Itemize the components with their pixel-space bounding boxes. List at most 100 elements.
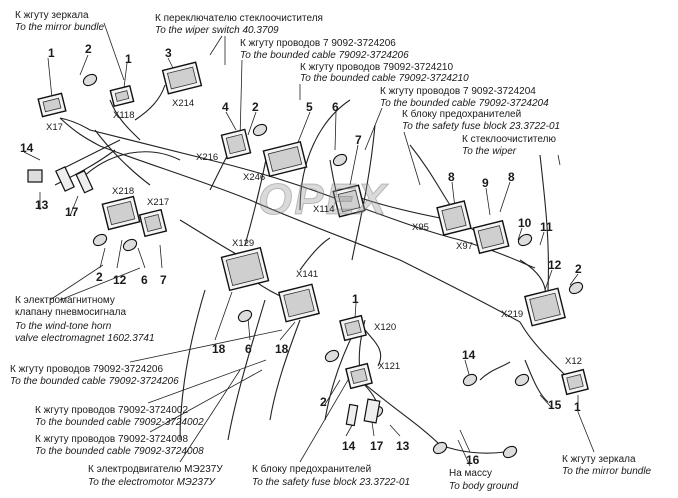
- connector-x121-face: [350, 367, 368, 385]
- connector-label-x246: X246: [243, 172, 266, 183]
- leader-line-24: [214, 291, 233, 341]
- connector-label-x17: X17: [46, 122, 63, 133]
- wire-31: [79, 151, 181, 181]
- connector-x17-face: [42, 97, 62, 113]
- leader-line-29: [459, 429, 471, 453]
- leader-line-51: [403, 131, 421, 186]
- wire-1: [59, 117, 536, 269]
- callout-horn-ru2: клапану пневмосигнала: [15, 307, 127, 318]
- terminal-2-mid: [324, 349, 340, 363]
- callout-c206b-ru: К жгуту проводов 79092-3724206: [10, 364, 164, 375]
- leader-line-2: [79, 54, 89, 76]
- leader-line-39: [147, 359, 267, 404]
- connector-label-x120: X120: [374, 322, 397, 333]
- leader-line-25: [247, 317, 251, 341]
- leader-line-23: [159, 244, 163, 269]
- plug-14: [55, 166, 75, 192]
- part-number-24: 18: [212, 342, 226, 356]
- callout-c210-en: To the bounded cable 79092-3724210: [300, 73, 469, 84]
- wire-2: [59, 117, 521, 323]
- part-number-35: 13: [396, 439, 410, 453]
- terminal-16-ring: [432, 441, 448, 455]
- connector-label-x12: X12: [565, 356, 582, 367]
- part-number-15: 17: [65, 205, 79, 219]
- part-number-11: 9: [482, 176, 489, 190]
- connector-label-x214: X214: [172, 98, 195, 109]
- connector-label-x216: X216: [196, 152, 219, 163]
- callout-mirror-en: To the mirror bundle: [15, 22, 105, 33]
- wire-21: [439, 444, 506, 454]
- connector-label-x118: X118: [113, 110, 135, 121]
- part-number-32: 2: [320, 395, 327, 409]
- leader-line-20: [99, 247, 106, 269]
- callout-ground-en: To body ground: [449, 481, 519, 492]
- terminal-16-ring-2: [502, 445, 518, 459]
- connector-x97-face: [477, 225, 505, 249]
- connector-label-x141: X141: [296, 269, 319, 280]
- callout-horn-en2: valve electromagnet 1602.3741: [15, 333, 155, 344]
- callout-c204-ru: К жгуту проводов 7 9092-3724204: [380, 86, 536, 97]
- connector-label-x218: X218: [112, 186, 135, 197]
- leader-line-18: [544, 269, 553, 291]
- leader-line-13: [23, 151, 41, 161]
- part-number-9: 7: [355, 133, 362, 147]
- leader-line-22: [137, 247, 146, 269]
- part-number-6: 2: [252, 100, 259, 114]
- callout-c002-en: To the bounded cable 79092-3724002: [35, 417, 204, 428]
- part-number-30: 15: [548, 398, 562, 412]
- terminal-6: [332, 153, 348, 167]
- wire-22: [479, 361, 511, 381]
- terminal-10: [517, 233, 533, 247]
- leader-line-1: [47, 57, 53, 99]
- plug-17: [75, 170, 94, 194]
- connector-label-x114: X114: [313, 204, 335, 215]
- connector-x218-face: [106, 200, 136, 226]
- part-number-31: 1: [574, 400, 581, 414]
- part-number-2: 2: [85, 42, 92, 56]
- callout-mirror-ru: К жгуту зеркала: [15, 10, 89, 21]
- leader-line-8: [334, 111, 337, 151]
- part-number-10: 8: [448, 170, 455, 184]
- leader-line-43: [457, 439, 471, 467]
- part-number-5: 4: [222, 100, 229, 114]
- terminal-2-x216: [252, 123, 268, 137]
- leader-line-48: [239, 59, 243, 141]
- callout-horn-ru1: К электромагнитному: [15, 295, 115, 306]
- leader-line-41: [179, 369, 241, 463]
- callout-c008-en: To the bounded cable 79092-3724008: [35, 446, 204, 457]
- terminal-2-top: [82, 73, 98, 87]
- callout-wiperswitch-en: To the wiper switch 40.3709: [155, 25, 279, 36]
- connector-label-x97: X97: [456, 241, 473, 252]
- callout-fuse2-en: To the safety fuse block 23.3722-01: [252, 477, 411, 488]
- wire-5: [134, 84, 166, 121]
- leader-line-36: [49, 264, 104, 301]
- leader-line-52: [557, 154, 561, 166]
- callout-motor-ru: К электродвигателю МЭ237У: [88, 464, 223, 475]
- leader-line-46: [209, 35, 223, 56]
- wire-17: [364, 329, 382, 367]
- callout-c002-ru: К жгуту проводов 79092-3724002: [35, 405, 189, 416]
- wire-30: [179, 289, 206, 441]
- terminal-2-right: [568, 281, 584, 295]
- leader-line-44: [577, 411, 595, 453]
- leader-line-21: [116, 239, 123, 269]
- part-number-8: 6: [332, 100, 339, 114]
- connector-x246-face: [267, 146, 303, 172]
- wire-24: [299, 99, 351, 211]
- leader-line-27: [354, 302, 357, 319]
- wire-3: [94, 129, 151, 186]
- part-number-21: 12: [113, 273, 127, 287]
- wire-11: [299, 237, 331, 271]
- connector-x120-face: [344, 319, 362, 337]
- part-number-23: 7: [160, 273, 167, 287]
- watermark: OPEX: [257, 175, 389, 225]
- wire-20: [359, 379, 441, 446]
- callout-c206a-ru: К жгуту проводов 7 9092-3724206: [240, 38, 396, 49]
- leader-line-42: [299, 379, 349, 463]
- leader-line-11: [485, 187, 491, 216]
- callout-mirror2-en: To the mirror bundle: [562, 466, 652, 477]
- wire-26: [409, 144, 451, 206]
- leader-line-6: [247, 111, 257, 136]
- wire-23: [524, 359, 549, 403]
